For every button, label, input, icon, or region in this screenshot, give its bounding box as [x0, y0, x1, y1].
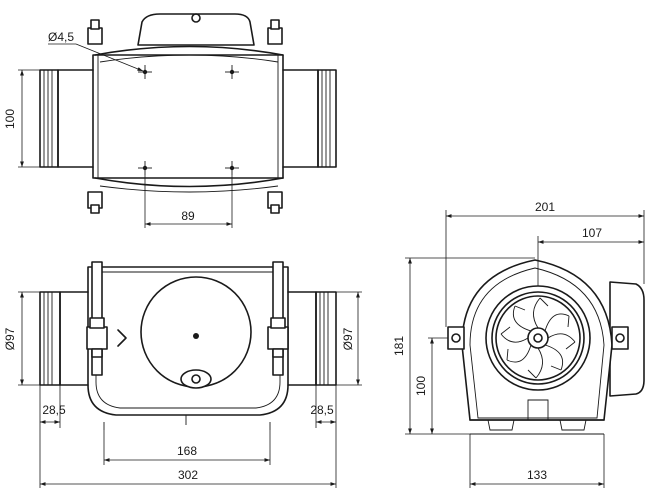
top-clamps [87, 19, 283, 214]
overall-height-label: 181 [392, 336, 406, 356]
side-clamps [447, 326, 629, 350]
mount-spacing-label: 168 [177, 444, 197, 458]
cable-gland [180, 369, 212, 389]
left-spigot-label: 28,5 [42, 403, 66, 417]
mounting-holes [138, 65, 239, 175]
front-right-spigot [287, 291, 337, 386]
top-right-spigot [282, 69, 337, 168]
terminal-screw [191, 13, 201, 23]
top-left-spigot [39, 69, 94, 168]
axis-height-label: 100 [414, 376, 428, 396]
right-spigot-label: 28,5 [310, 403, 334, 417]
hole-spacing-label: 89 [181, 209, 195, 223]
left-duct-diameter-label: Ø97 [3, 327, 17, 350]
base-width-label: 133 [527, 468, 547, 482]
front-housing [87, 266, 289, 416]
front-left-spigot [39, 291, 89, 386]
top-housing [92, 54, 284, 179]
impeller-icon [500, 297, 576, 379]
top-casing-arc [94, 45, 284, 56]
top-view: Ø4,5 100 89 [3, 13, 337, 228]
offset-width-label: 107 [582, 226, 602, 240]
overall-width-label: 201 [535, 200, 555, 214]
front-view: Ø97 Ø97 28,5 28,5 168 302 [3, 261, 362, 488]
side-view: 201 107 181 100 133 [392, 200, 645, 488]
overall-length-label: 302 [178, 468, 198, 482]
airflow-arrow-icon [117, 329, 127, 347]
top-height-label: 100 [3, 109, 17, 129]
hole-diameter-label: Ø4,5 [48, 30, 74, 44]
right-duct-diameter-label: Ø97 [341, 327, 355, 350]
terminal-box [137, 13, 255, 46]
front-brackets [86, 261, 289, 376]
